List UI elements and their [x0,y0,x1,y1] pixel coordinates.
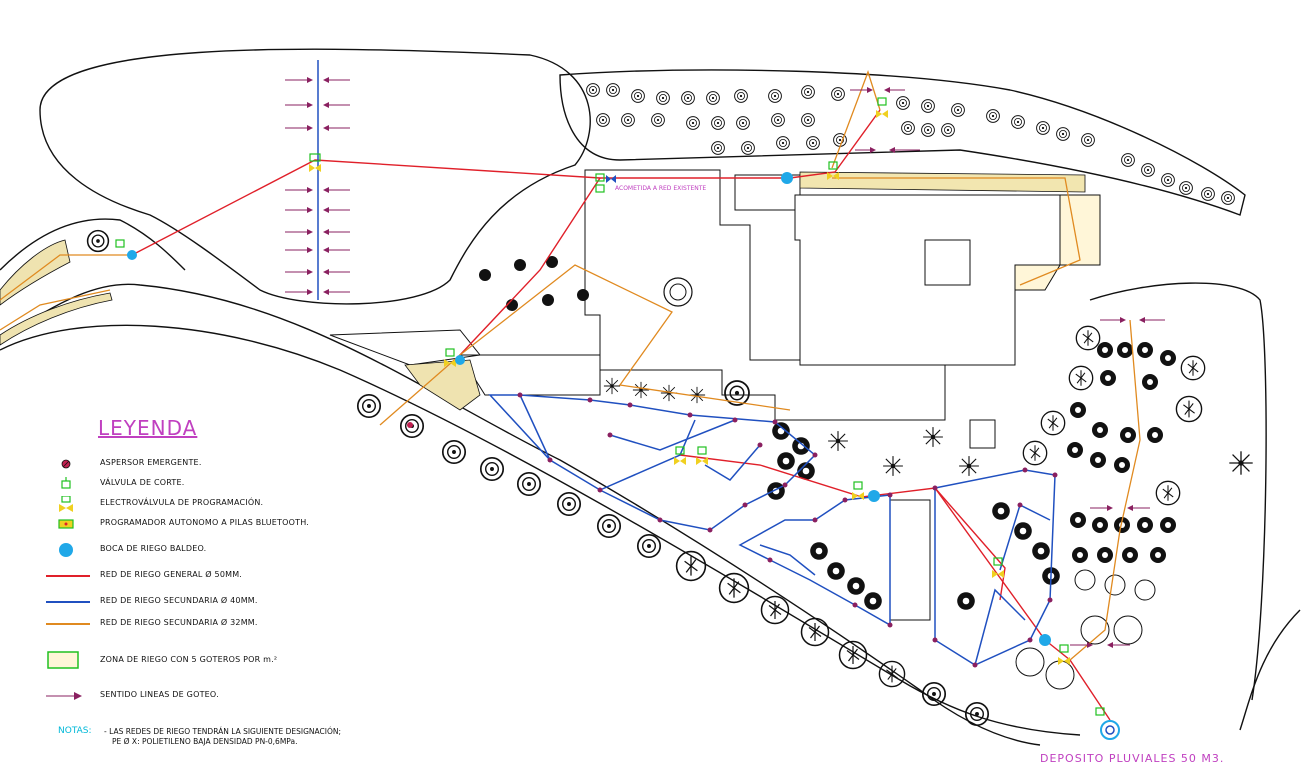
notes-line-1: - LAS REDES DE RIEGO TENDRÁN LA SIGUIENT… [104,727,342,736]
secondary-40-line-icon [46,601,90,603]
shutoff-valve-icon [61,477,71,489]
notes-line-2: PE Ø X: POLIETILENO BAJA DENSIDAD PN-0,6… [112,737,298,746]
bocas-riego [127,172,1051,646]
legend-item-electrovalvula: ELECTROVÁLVULA DE PROGRAMACIÓN. [44,496,374,512]
legend-label: SENTIDO LINEAS DE GOTEO. [100,690,219,699]
sprinkler-icon [61,459,71,469]
legend-item-red-32: RED DE RIEGO SECUNDARIA Ø 32MM. [44,616,374,632]
valvulas [115,97,1105,716]
general-network-line-icon [46,575,90,577]
legend-item-red-general: RED DE RIEGO GENERAL Ø 50MM. [44,568,374,584]
legend-item-goteo: SENTIDO LINEAS DE GOTEO. [44,688,374,704]
legend-label: PROGRAMADOR AUTONOMO A PILAS BLUETOOTH. [100,518,310,527]
electrovalve-icon [59,496,73,512]
drip-zone-icon [47,651,79,669]
legend: LEYENDA ASPERSOR EMERGENTE. VÁLVULA DE C… [44,410,374,750]
aspersores [407,392,1058,668]
legend-label: RED DE RIEGO SECUNDARIA Ø 40MM. [100,596,258,605]
legend-label: RED DE RIEGO SECUNDARIA Ø 32MM. [100,618,258,627]
buildings [329,169,1101,621]
sentido-lineas-goteo [285,77,1165,648]
drip-direction-arrow-icon [46,692,82,700]
legend-label: ZONA DE RIEGO CON 5 GOTEROS POR m.² [100,655,278,664]
legend-item-red-40: RED DE RIEGO SECUNDARIA Ø 40MM. [44,594,374,610]
red-riego-secundaria-32 [0,70,1141,661]
programmer-icon [58,519,74,529]
notes-text: - LAS REDES DE RIEGO TENDRÁN LA SIGUIENT… [104,727,341,747]
red-riego-secundaria-40 [317,60,1056,666]
legend-label: ASPERSOR EMERGENTE. [100,458,202,467]
legend-item-boca: BOCA DE RIEGO BALDEO. [44,542,374,558]
acometida-label: ACOMETIDA A RED EXISTENTE [615,185,707,192]
legend-label: BOCA DE RIEGO BALDEO. [100,544,207,553]
legend-label: RED DE RIEGO GENERAL Ø 50MM. [100,570,243,579]
legend-item-aspersor: ASPERSOR EMERGENTE. [44,456,374,472]
notes-label: NOTAS: [58,726,92,736]
legend-label: ELECTROVÁLVULA DE PROGRAMACIÓN. [100,498,264,507]
deposito-label: DEPOSITO PLUVIALES 50 M3. [1040,752,1225,765]
planted-bands [0,171,1086,411]
legend-item-zona: ZONA DE RIEGO CON 5 GOTEROS POR m.² [44,650,374,670]
legend-item-programador: PROGRAMADOR AUTONOMO A PILAS BLUETOOTH. [44,516,374,532]
legend-item-valvula: VÁLVULA DE CORTE. [44,476,374,492]
secondary-32-line-icon [46,623,90,625]
legend-label: VÁLVULA DE CORTE. [100,478,185,487]
hose-bib-icon [59,543,73,557]
legend-title: LEYENDA [98,416,198,440]
deposito-pluviales [1100,720,1120,740]
